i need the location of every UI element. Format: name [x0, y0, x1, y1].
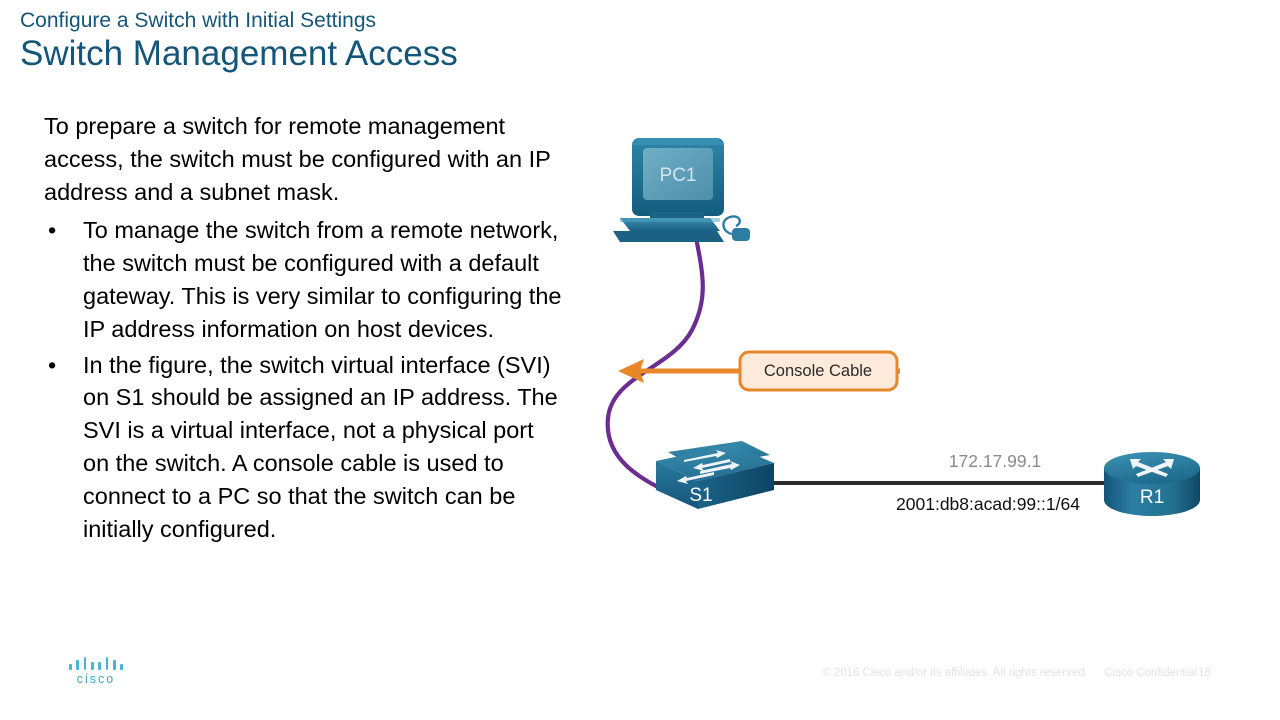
- bullet-marker-icon: •: [48, 217, 57, 244]
- pc1-device-icon: PC1: [613, 138, 750, 242]
- list-item-text: In the figure, the switch virtual interf…: [83, 351, 558, 542]
- pc1-label: PC1: [660, 165, 697, 186]
- page-title: Switch Management Access: [20, 34, 458, 73]
- body-content: To prepare a switch for remote managemen…: [44, 110, 564, 545]
- list-item-text: To manage the switch from a remote netwo…: [83, 217, 562, 342]
- console-cable-callout: Console Cable: [618, 350, 900, 392]
- ipv4-address-label: 172.17.99.1: [949, 451, 1041, 471]
- slide-header: Configure a Switch with Initial Settings…: [20, 8, 720, 75]
- list-item: • To manage the switch from a remote net…: [44, 214, 564, 345]
- cisco-wordmark: cisco: [76, 672, 116, 686]
- network-topology-diagram: PC1 Console Cable: [580, 100, 1260, 570]
- intro-paragraph: To prepare a switch for remote managemen…: [44, 113, 551, 205]
- bullet-marker-icon: •: [48, 351, 57, 378]
- callout-box: [738, 350, 899, 392]
- footer-copyright: © 2016 Cisco and/or its affiliates. All …: [822, 667, 1197, 679]
- callout-label: Console Cable: [764, 362, 872, 380]
- router-r1-label: R1: [1140, 487, 1164, 508]
- switch-s1-device-icon: S1: [656, 441, 774, 509]
- confidential-text: Cisco Confidential: [1104, 667, 1197, 679]
- section-eyebrow: Configure a Switch with Initial Settings: [20, 9, 377, 32]
- page-number: 18: [1198, 667, 1211, 679]
- cisco-logo: cisco: [66, 657, 126, 689]
- copyright-text: © 2016 Cisco and/or its affiliates. All …: [822, 667, 1088, 679]
- cisco-bridge-icon: [69, 657, 123, 670]
- router-r1-device-icon: R1: [1104, 452, 1200, 516]
- ipv6-address-label: 2001:db8:acad:99::1/64: [896, 494, 1080, 514]
- list-item: • In the figure, the switch virtual inte…: [44, 349, 564, 546]
- switch-s1-label: S1: [689, 485, 712, 506]
